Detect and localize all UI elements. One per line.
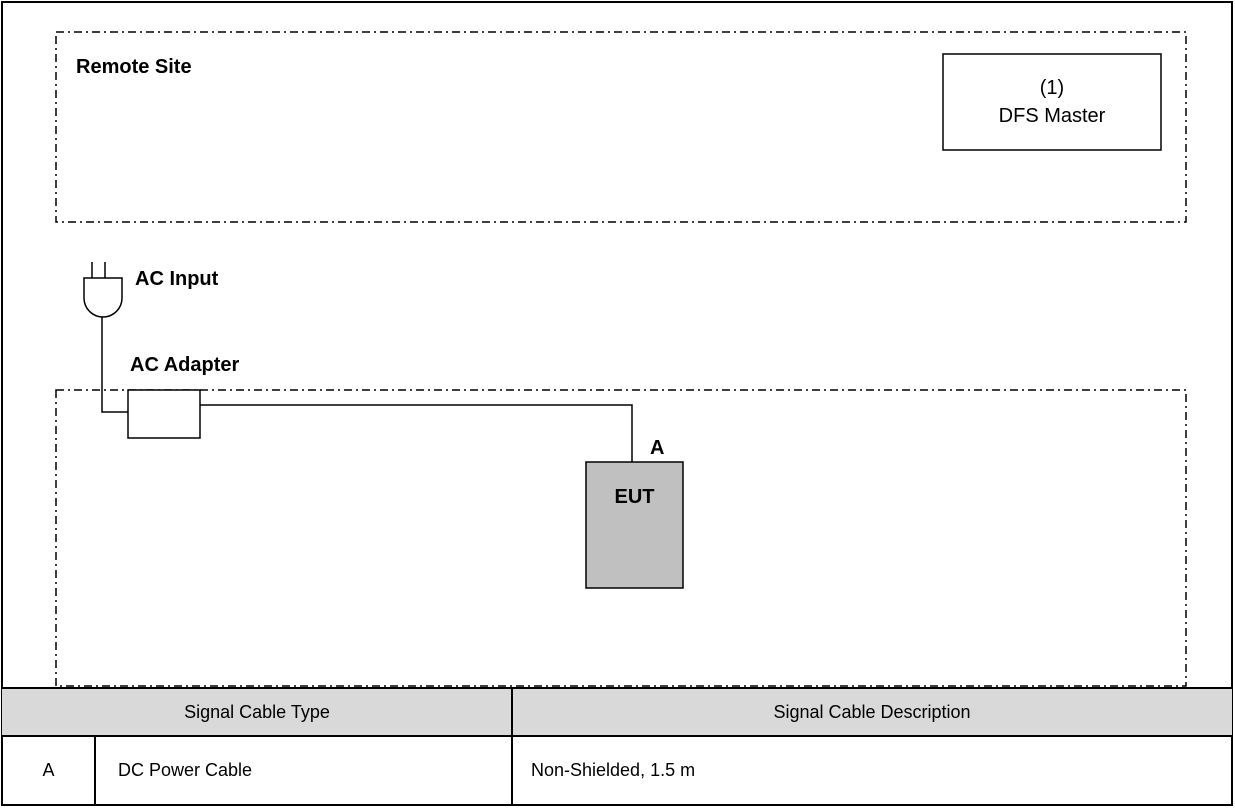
table-row-type: DC Power Cable <box>118 760 253 780</box>
table-header-description: Signal Cable Description <box>773 701 971 722</box>
local-site-boundary <box>55 389 1187 687</box>
ac-plug-icon <box>83 262 123 318</box>
eut-label: EUT <box>614 486 655 508</box>
ac-adapter-box <box>127 389 201 439</box>
ac-input-label: AC Input <box>135 268 219 290</box>
dc-power-cable <box>200 404 633 462</box>
ac-adapter-label: AC Adapter <box>130 354 240 376</box>
dfs-master-label: (1) DFS Master <box>943 54 1161 150</box>
table-row-id: A <box>42 760 55 780</box>
table-row-description: Non-Shielded, 1.5 m <box>531 760 696 780</box>
dfs-master-name: DFS Master <box>998 105 1106 127</box>
remote-site-label: Remote Site <box>76 56 192 78</box>
dfs-master-number: (1) <box>1039 77 1065 99</box>
remote-site-boundary <box>55 31 1187 223</box>
ac-cable <box>101 317 128 413</box>
cable-marker-a: A <box>650 437 665 459</box>
eut-box <box>585 461 684 589</box>
dfs-master-box <box>942 53 1162 151</box>
table-header-type: Signal Cable Type <box>184 701 330 722</box>
table-header-row <box>2 688 1232 736</box>
